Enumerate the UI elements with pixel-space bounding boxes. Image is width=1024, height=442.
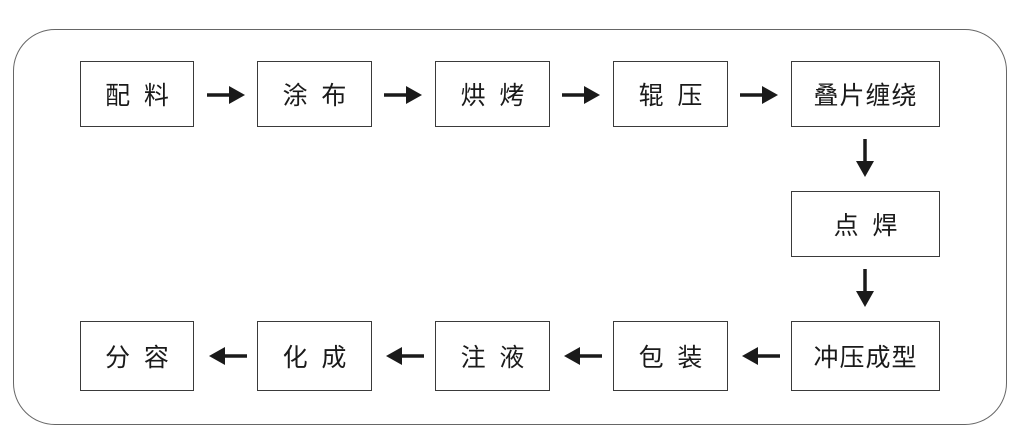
step-batching: 配料 <box>80 61 194 127</box>
arrow-right-icon <box>207 86 245 104</box>
arrow-left-icon <box>209 347 247 365</box>
arrow-left-icon <box>386 347 424 365</box>
arrow-right-icon <box>740 86 778 104</box>
diagram-frame <box>13 29 1007 425</box>
arrow-down-icon <box>856 139 874 177</box>
arrow-left-icon <box>742 347 780 365</box>
step-formation: 化成 <box>257 321 372 391</box>
arrow-down-icon <box>856 269 874 307</box>
step-coating: 涂布 <box>257 61 372 127</box>
arrow-right-icon <box>562 86 600 104</box>
step-rolling: 辊压 <box>613 61 728 127</box>
step-packaging: 包装 <box>613 321 728 391</box>
arrow-right-icon <box>384 86 422 104</box>
arrow-left-icon <box>564 347 602 365</box>
step-baking: 烘烤 <box>435 61 550 127</box>
step-stacking-winding: 叠片缠绕 <box>791 61 940 127</box>
step-spot-welding: 点焊 <box>791 191 940 257</box>
step-electrolyte-filling: 注液 <box>435 321 550 391</box>
step-stamping-forming: 冲压成型 <box>791 321 940 391</box>
step-grading: 分容 <box>80 321 194 391</box>
